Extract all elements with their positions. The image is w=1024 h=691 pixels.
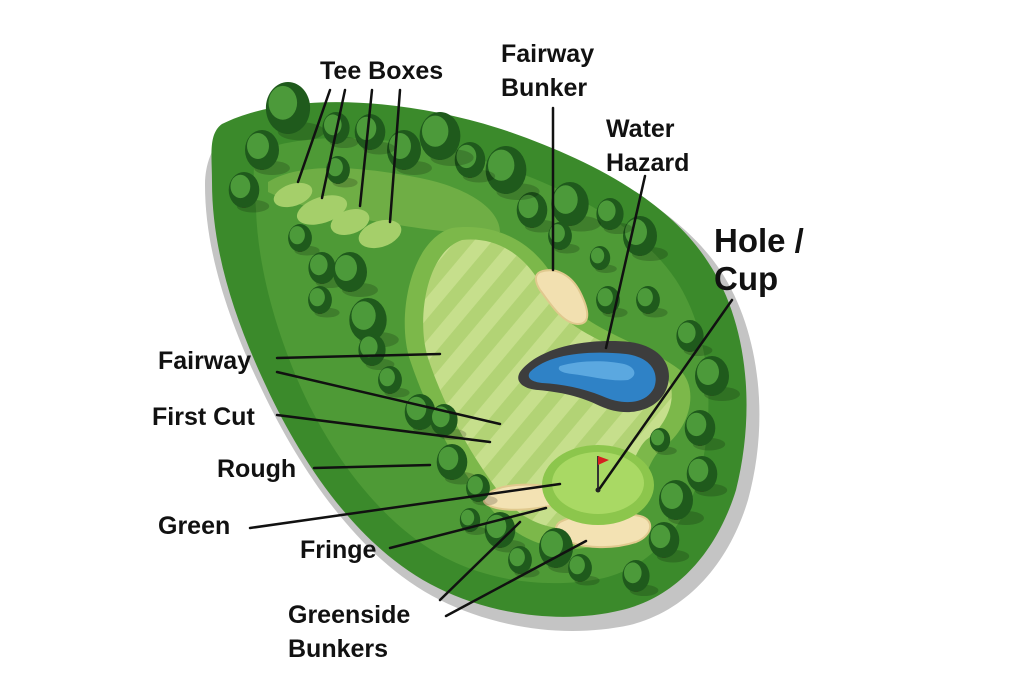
tree-icon [485, 146, 540, 201]
tree-icon [245, 130, 290, 175]
leader-first-cut [275, 413, 492, 444]
leader-lines [248, 88, 734, 618]
label-hole-cup: Hole / Cup [714, 222, 804, 298]
tree-icon [419, 112, 474, 167]
tree-icon [326, 156, 358, 188]
leader-hole-cup [598, 298, 734, 490]
trees [228, 82, 740, 597]
tee-box-2 [296, 195, 348, 225]
green-complex [482, 445, 654, 549]
leader-fairway-2 [275, 370, 502, 426]
label-fringe: Fringe [300, 536, 377, 564]
leader-green [248, 482, 562, 530]
tree-icon [308, 252, 345, 288]
tree-icon [551, 182, 601, 232]
leader-water-hazard [604, 174, 647, 350]
label-fairway-bunker-line2: Bunker [501, 74, 588, 102]
label-water-hazard: Water Hazard [606, 112, 689, 180]
tree-icon [333, 252, 378, 297]
leader-tee-3 [358, 88, 374, 208]
leader-greenside-2 [444, 539, 588, 618]
label-greenside-bunkers-line2: Bunkers [288, 635, 389, 663]
tree-icon [648, 522, 690, 563]
tree-icon [354, 114, 396, 155]
label-fairway-bunker-line1: Fairway [501, 40, 595, 68]
label-hole-cup-line2: Cup [714, 260, 779, 297]
leader-fairway-1 [275, 352, 442, 360]
tree-icon [378, 366, 410, 398]
leader-rough [312, 463, 432, 470]
tree-icon [454, 142, 496, 183]
leader-tee-4 [388, 88, 402, 224]
tree-icon [686, 456, 728, 497]
tree-icon [568, 554, 600, 586]
tree-icon [516, 192, 558, 233]
leader-tee-2 [320, 88, 347, 200]
tree-icon [622, 560, 659, 597]
tree-icon [308, 286, 340, 318]
water-hazard [518, 341, 669, 413]
leader-tee-1 [296, 88, 332, 184]
label-hole-cup-line1: Hole / [714, 222, 804, 259]
leader-greenside-1 [438, 520, 522, 602]
label-water-hazard-line2: Hazard [606, 149, 690, 177]
tree-icon [589, 246, 617, 273]
label-water-hazard-line1: Water [606, 115, 675, 143]
tree-icon [695, 356, 740, 401]
tree-icon [636, 286, 668, 318]
label-greenside-bunkers: Greenside Bunkers [288, 598, 410, 666]
label-green: Green [158, 512, 231, 540]
tree-icon [684, 410, 726, 451]
tee-box-4 [358, 219, 402, 249]
tree-icon [649, 428, 677, 455]
tree-icon [265, 82, 325, 141]
tree-icon [596, 198, 633, 234]
water-highlight [558, 361, 635, 381]
leader-fringe [388, 506, 548, 550]
label-tee-boxes: Tee Boxes [320, 57, 444, 85]
fairway-bunker [534, 269, 589, 326]
tree-icon [288, 224, 320, 256]
tee-box-1 [273, 182, 313, 208]
tree-icon [596, 286, 628, 318]
tree-icon [508, 546, 540, 578]
flag-icon [598, 456, 609, 465]
tee-box-3 [330, 209, 370, 235]
label-first-cut: First Cut [152, 403, 255, 431]
label-fairway-bunker: Fairway Bunker [501, 37, 594, 105]
tree-icon [623, 216, 668, 261]
label-greenside-bunkers-line1: Greenside [288, 601, 411, 629]
tree-icon [228, 172, 270, 213]
tree-icon [676, 320, 713, 356]
tree-icon [466, 474, 498, 506]
tree-icon [659, 480, 704, 525]
tree-icon [436, 444, 478, 485]
label-rough: Rough [217, 455, 297, 483]
label-fairway: Fairway [158, 347, 252, 375]
